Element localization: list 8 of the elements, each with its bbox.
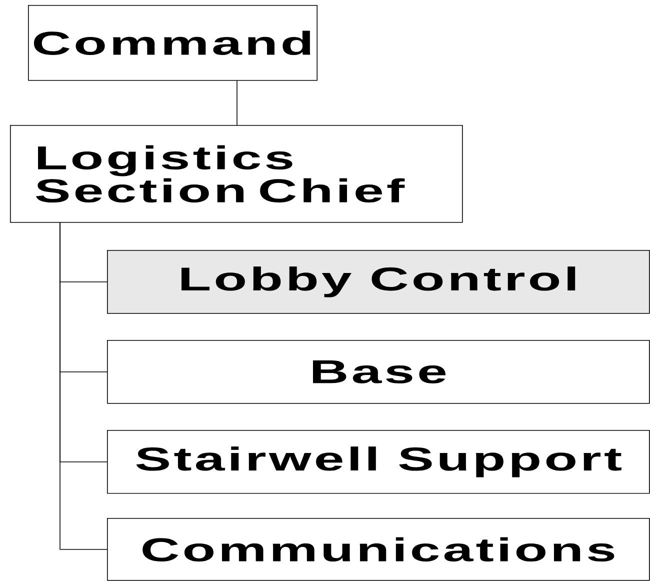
connector-line — [236, 80, 238, 126]
unit-box: Lobby Control — [107, 250, 650, 314]
connector-line — [60, 222, 108, 550]
command-box: Command — [28, 5, 318, 81]
unit-box: Stairwell Support — [107, 430, 650, 494]
unit-box: Communications — [107, 518, 650, 581]
unit-box: Base — [107, 340, 650, 404]
section-chief-box: Logistics Section Chief — [10, 125, 463, 223]
